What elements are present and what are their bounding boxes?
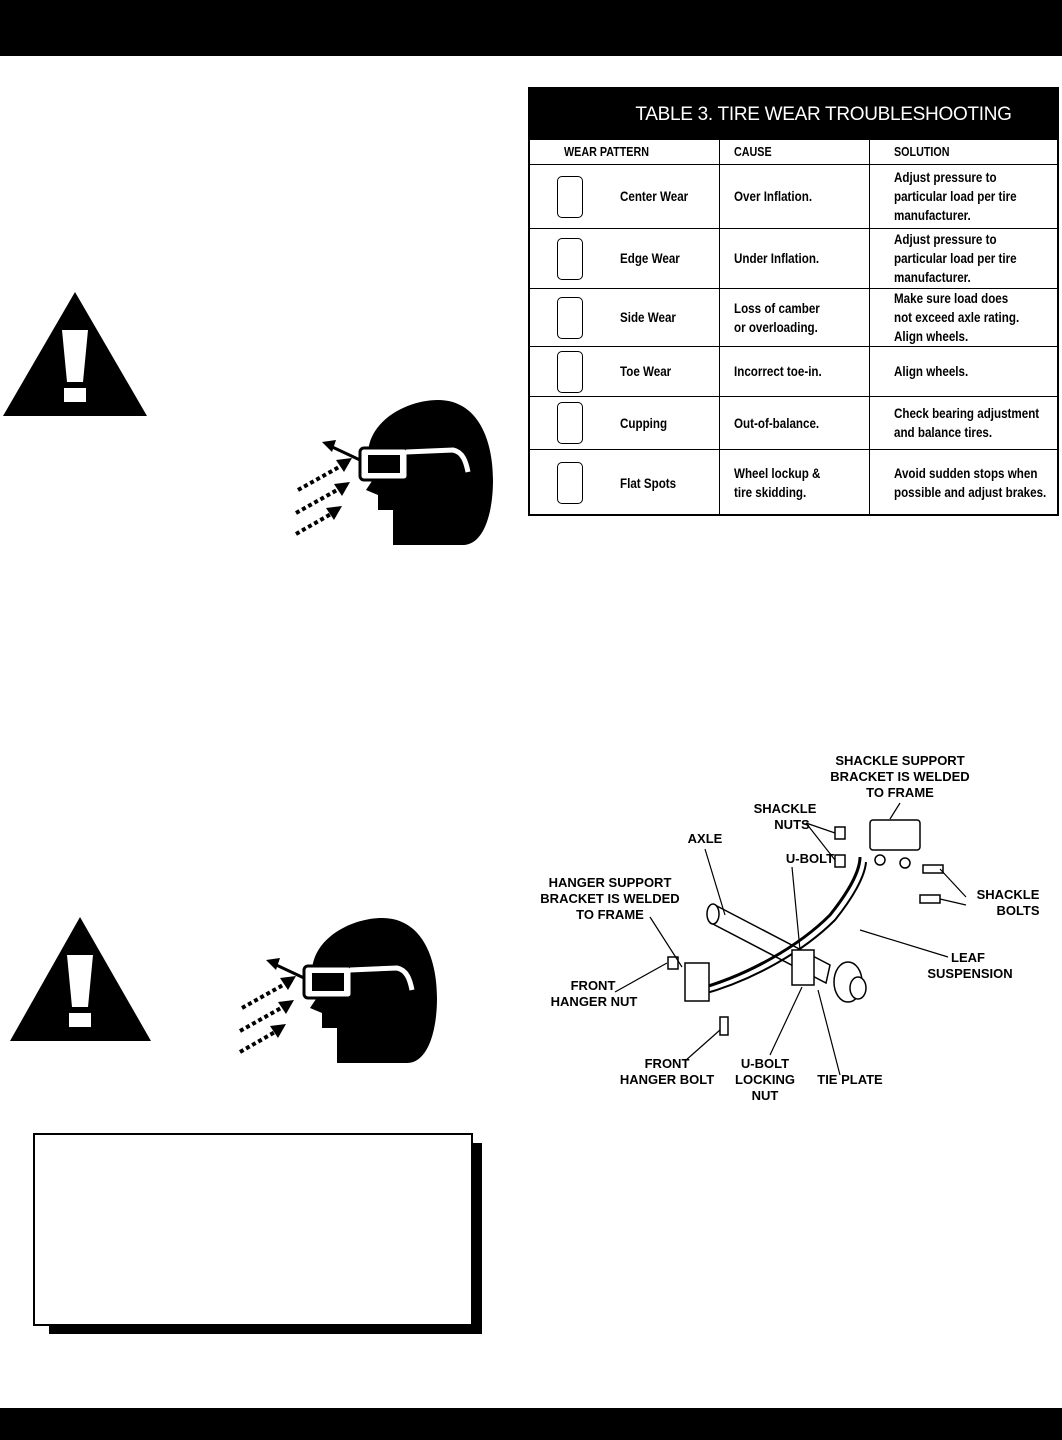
cause-line: Loss of camber — [734, 300, 820, 316]
bottom-footer-bar — [0, 1408, 1062, 1440]
label-shackle-support: SHACKLE SUPPORT — [835, 753, 964, 768]
table-row: Flat Spots Wheel lockup & tire skidding.… — [530, 450, 1057, 516]
solution-line: Align wheels. — [894, 364, 969, 379]
tire-toe-wear-icon — [530, 347, 610, 396]
label-u-bolt-locking-nut: U-BOLT — [741, 1056, 789, 1071]
solution-line: Make sure load does — [894, 291, 1009, 306]
header-solution: SOLUTION — [894, 144, 950, 159]
label-axle: AXLE — [688, 831, 723, 846]
tire-wear-table: TABLE 3. TIRE WEAR TROUBLESHOOTING WEAR … — [528, 87, 1059, 516]
cause-line: Under Inflation. — [734, 251, 820, 266]
tire-cupping-icon — [530, 397, 610, 449]
label-shackle-support: TO FRAME — [866, 785, 934, 800]
label-u-bolt: U-BOLT — [786, 851, 834, 866]
table-row: Center Wear Over Inflation. Adjust press… — [530, 165, 1057, 229]
solution-line: not exceed axle rating. — [894, 310, 1020, 325]
label-front-hanger-nut: HANGER NUT — [551, 994, 638, 1009]
solution-line: particular load per tire — [894, 251, 1017, 266]
wear-pattern: Toe Wear — [620, 364, 672, 379]
table-row: Cupping Out-of-balance. Check bearing ad… — [530, 397, 1057, 450]
tire-flat-spots-icon — [530, 450, 610, 516]
solution-line: and balance tires. — [894, 425, 993, 440]
label-u-bolt-locking-nut: NUT — [752, 1088, 779, 1103]
header-cause: CAUSE — [720, 140, 870, 164]
label-shackle-nuts: SHACKLE — [754, 801, 817, 816]
solution-line: particular load per tire — [894, 189, 1017, 204]
table-row: Toe Wear Incorrect toe-in. Align wheels. — [530, 347, 1057, 397]
solution-line: manufacturer. — [894, 270, 971, 285]
safety-glasses-icon — [295, 400, 493, 545]
safety-glasses-icon — [239, 918, 437, 1063]
label-shackle-bolts: BOLTS — [996, 903, 1039, 918]
label-shackle-bolts: SHACKLE — [977, 887, 1040, 902]
solution-line: manufacturer. — [894, 208, 971, 223]
note-box — [33, 1133, 473, 1326]
label-tie-plate: TIE PLATE — [817, 1072, 883, 1087]
label-shackle-nuts: NUTS — [774, 817, 810, 832]
tire-edge-wear-icon — [530, 229, 610, 288]
wear-pattern: Center Wear — [620, 189, 689, 204]
table-row: Side Wear Loss of camber or overloading.… — [530, 289, 1057, 347]
cause-line: Over Inflation. — [734, 189, 813, 204]
wear-pattern: Cupping — [620, 415, 668, 431]
table-title: TABLE 3. TIRE WEAR TROUBLESHOOTING — [530, 89, 1057, 140]
table-grid: WEAR PATTERN CAUSE SOLUTION Center Wear … — [530, 140, 1057, 516]
solution-line: possible and adjust brakes. — [894, 485, 1047, 500]
solution-line: Adjust pressure to — [894, 170, 997, 185]
label-front-hanger-nut: FRONT — [571, 978, 616, 993]
solution-line: Check bearing adjustment — [894, 406, 1040, 421]
solution-line: Align wheels. — [894, 329, 969, 344]
solution-line: Avoid sudden stops when — [894, 466, 1038, 481]
label-hanger-support: TO FRAME — [576, 907, 644, 922]
label-front-hanger-bolt: FRONT — [645, 1056, 690, 1071]
warning-triangle-icon — [10, 917, 151, 1041]
cause-line: Wheel lockup & — [734, 466, 821, 481]
cause-line: Incorrect toe-in. — [734, 364, 822, 379]
label-leaf-suspension: SUSPENSION — [927, 966, 1012, 981]
solution-line: Adjust pressure to — [894, 232, 997, 247]
header-wear-pattern: WEAR PATTERN — [530, 140, 720, 164]
table-row: Edge Wear Under Inflation. Adjust pressu… — [530, 229, 1057, 289]
label-front-hanger-bolt: HANGER BOLT — [620, 1072, 714, 1087]
wear-pattern: Side Wear — [620, 310, 676, 325]
tire-side-wear-icon — [530, 289, 610, 346]
cause-line: tire skidding. — [734, 485, 807, 500]
cause-line: or overloading. — [734, 319, 818, 335]
wear-pattern: Edge Wear — [620, 251, 680, 266]
cause-line: Out-of-balance. — [734, 415, 820, 431]
wear-pattern: Flat Spots — [620, 475, 677, 491]
label-hanger-support: HANGER SUPPORT — [549, 875, 672, 890]
label-u-bolt-locking-nut: LOCKING — [735, 1072, 795, 1087]
label-shackle-support: BRACKET IS WELDED — [830, 769, 969, 784]
leaf-suspension-diagram: SHACKLE SUPPORT BRACKET IS WELDED TO FRA… — [540, 753, 1040, 1103]
table-header-row: WEAR PATTERN CAUSE SOLUTION — [530, 140, 1057, 165]
warning-triangle-icon — [3, 292, 147, 416]
label-hanger-support: BRACKET IS WELDED — [540, 891, 679, 906]
label-leaf-suspension: LEAF — [951, 950, 985, 965]
top-header-bar — [0, 0, 1062, 56]
tire-center-wear-icon — [530, 165, 610, 228]
